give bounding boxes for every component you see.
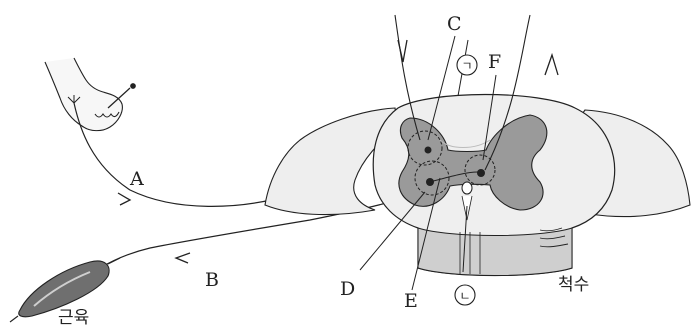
- label-E: E: [404, 290, 418, 312]
- central-canal: [462, 182, 472, 194]
- label-D: D: [340, 278, 355, 300]
- label-circle-bottom: ㄴ: [459, 289, 470, 303]
- label-C: C: [447, 13, 462, 35]
- synapse-C: [425, 147, 432, 154]
- arrow-A: [118, 193, 130, 205]
- label-circle-top: ㄱ: [461, 59, 472, 73]
- interneuron-cell-body: [477, 169, 485, 177]
- label-A: A: [129, 168, 144, 190]
- label-muscle: 근육: [58, 308, 89, 328]
- foot: [45, 58, 122, 131]
- arrow-B: [176, 253, 190, 263]
- label-B: B: [205, 269, 219, 291]
- label-F: F: [488, 51, 501, 73]
- label-spinal-cord: 척수: [558, 275, 589, 295]
